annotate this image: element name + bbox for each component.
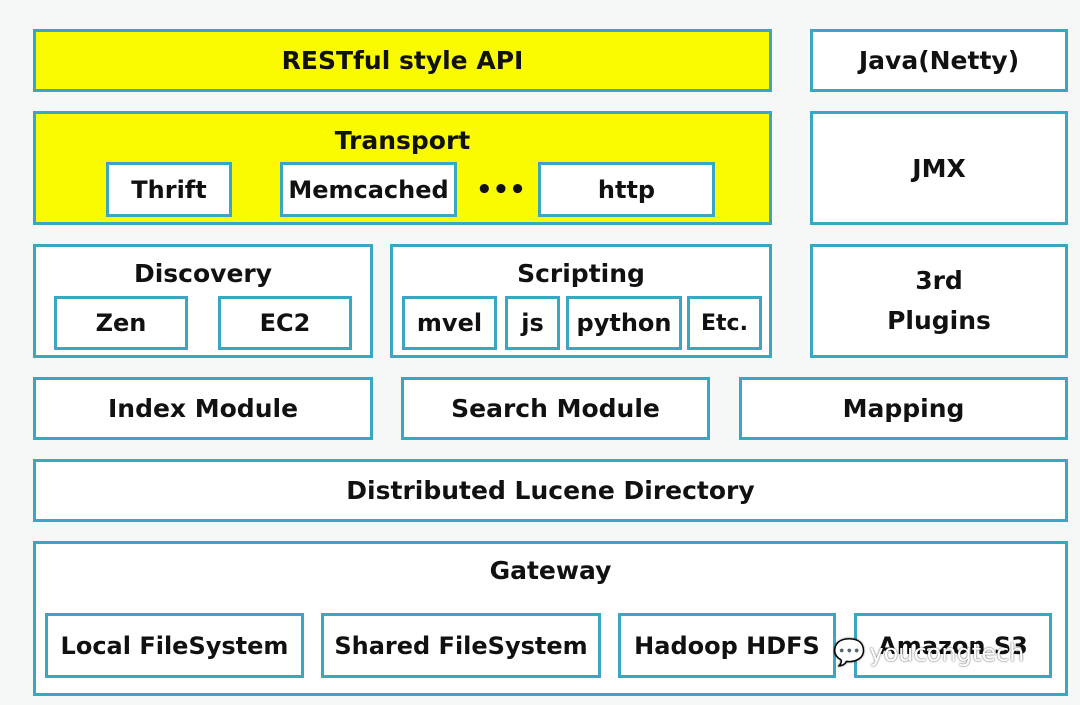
plugins-label-line1: 3rd (915, 266, 963, 295)
restful-api-label: RESTful style API (281, 46, 524, 75)
discovery-zen: Zen (54, 296, 188, 350)
gateway-layer: Gateway Local FileSystem Shared FileSyst… (33, 541, 1068, 696)
mapping-module-label: Mapping (842, 394, 965, 423)
scripting-mvel-label: mvel (416, 309, 483, 337)
discovery-zen-label: Zen (95, 309, 147, 337)
gateway-shared-fs: Shared FileSystem (321, 613, 601, 678)
scripting-etc-label: Etc. (701, 310, 748, 336)
discovery-ec2-label: EC2 (259, 309, 311, 337)
gateway-amazon-s3: Amazon S3 (854, 613, 1052, 678)
gateway-shared-fs-label: Shared FileSystem (334, 631, 588, 660)
transport-thrift: Thrift (106, 162, 232, 217)
discovery-layer: Discovery Zen EC2 (33, 244, 373, 358)
wechat-icon: 💬 (833, 638, 866, 668)
mapping-module: Mapping (739, 377, 1068, 440)
transport-http-label: http (597, 175, 656, 204)
transport-title: Transport (334, 126, 471, 155)
transport-memcached-label: Memcached (288, 175, 449, 204)
gateway-local-fs-label: Local FileSystem (60, 631, 289, 660)
search-module-label: Search Module (451, 394, 660, 423)
gateway-amazon-s3-label: Amazon S3 (878, 631, 1028, 660)
distributed-lucene-directory: Distributed Lucene Directory (33, 459, 1068, 522)
transport-layer: Transport Thrift Memcached ••• http (33, 111, 772, 225)
lucene-label: Distributed Lucene Directory (346, 476, 755, 505)
transport-thrift-label: Thrift (131, 175, 207, 204)
plugins-label-line2: Plugins (887, 306, 991, 335)
index-module: Index Module (33, 377, 373, 440)
discovery-ec2: EC2 (218, 296, 352, 350)
search-module: Search Module (401, 377, 710, 440)
jmx-box: JMX (810, 111, 1068, 225)
scripting-python-label: python (576, 309, 672, 337)
third-plugins-box: 3rd Plugins (810, 244, 1068, 358)
scripting-js: js (505, 296, 560, 350)
scripting-etc: Etc. (687, 296, 762, 350)
transport-memcached: Memcached (280, 162, 457, 217)
scripting-python: python (566, 296, 682, 350)
index-module-label: Index Module (107, 394, 299, 423)
gateway-title: Gateway (489, 556, 612, 585)
scripting-title: Scripting (517, 259, 645, 288)
gateway-local-fs: Local FileSystem (45, 613, 304, 678)
transport-http: http (538, 162, 715, 217)
discovery-title: Discovery (133, 259, 273, 288)
jmx-label: JMX (912, 153, 966, 183)
watermark-text: youcongtech (869, 639, 1025, 667)
watermark: 💬 youcongtech (833, 638, 1024, 668)
gateway-hadoop-hdfs-label: Hadoop HDFS (634, 631, 820, 660)
java-netty-label: Java(Netty) (858, 46, 1020, 75)
scripting-mvel: mvel (402, 296, 497, 350)
transport-ellipsis: ••• (476, 175, 526, 205)
java-netty-box: Java(Netty) (810, 29, 1068, 92)
restful-api-layer: RESTful style API (33, 29, 772, 92)
scripting-js-label: js (521, 309, 544, 337)
gateway-hadoop-hdfs: Hadoop HDFS (618, 613, 836, 678)
scripting-layer: Scripting mvel js python Etc. (390, 244, 772, 358)
